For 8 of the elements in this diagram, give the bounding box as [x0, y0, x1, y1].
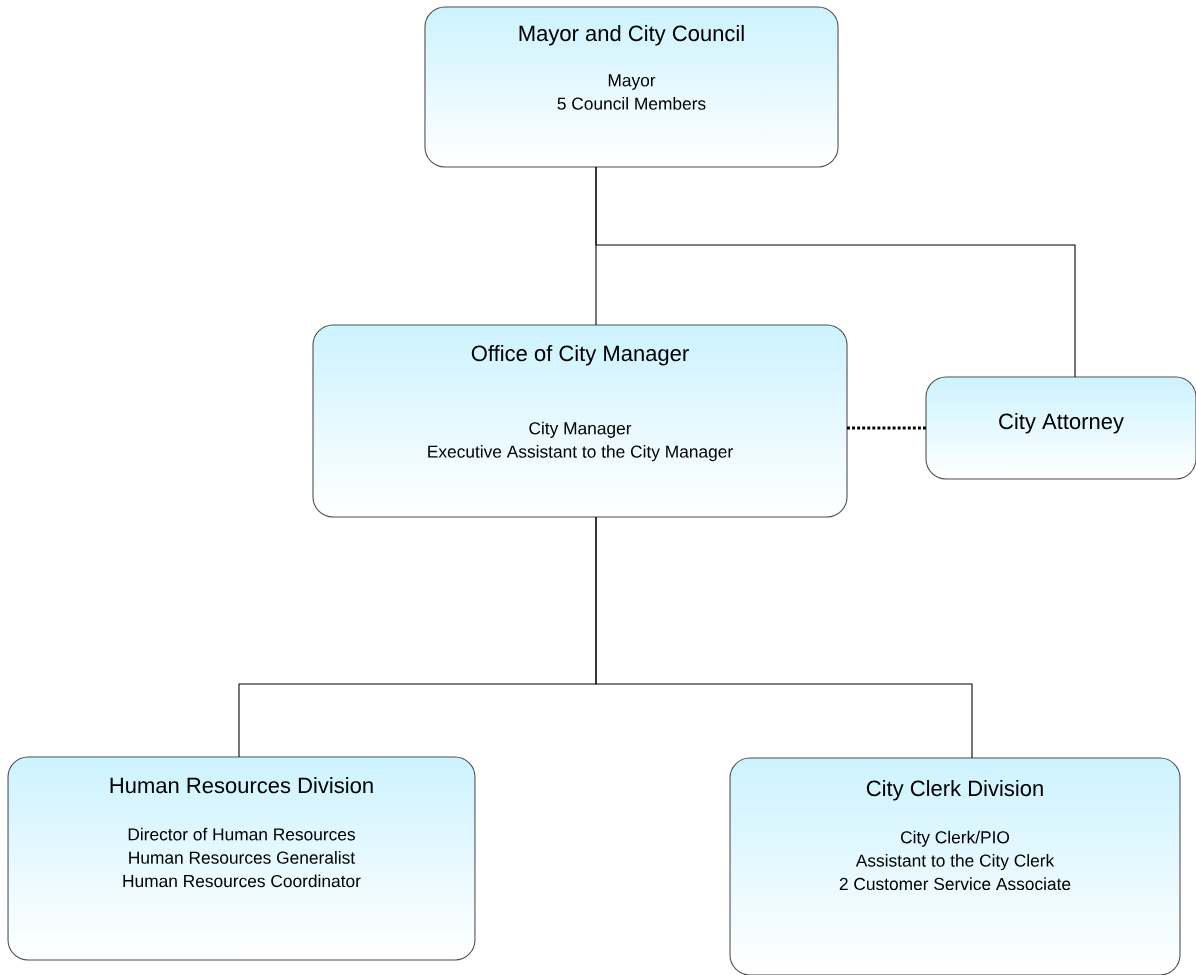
org-box: City Attorney	[925, 376, 1196, 480]
connector-line	[595, 166, 1076, 378]
org-box: City Clerk Division City Clerk/PIO Assistant to the City Clerk 2 Customer Service Associate	[729, 757, 1181, 975]
connector-line	[595, 516, 973, 759]
org-box: Office of City Manager City Manager Executive Assistant to the City Manager	[312, 324, 848, 518]
org-box: Human Resources Division Director of Human Resources Human Resources Generalist Human Resources Coordinator	[7, 756, 476, 961]
org-box: Mayor and City Council Mayor 5 Council Members	[424, 6, 839, 168]
dotted-line	[847, 426, 926, 430]
